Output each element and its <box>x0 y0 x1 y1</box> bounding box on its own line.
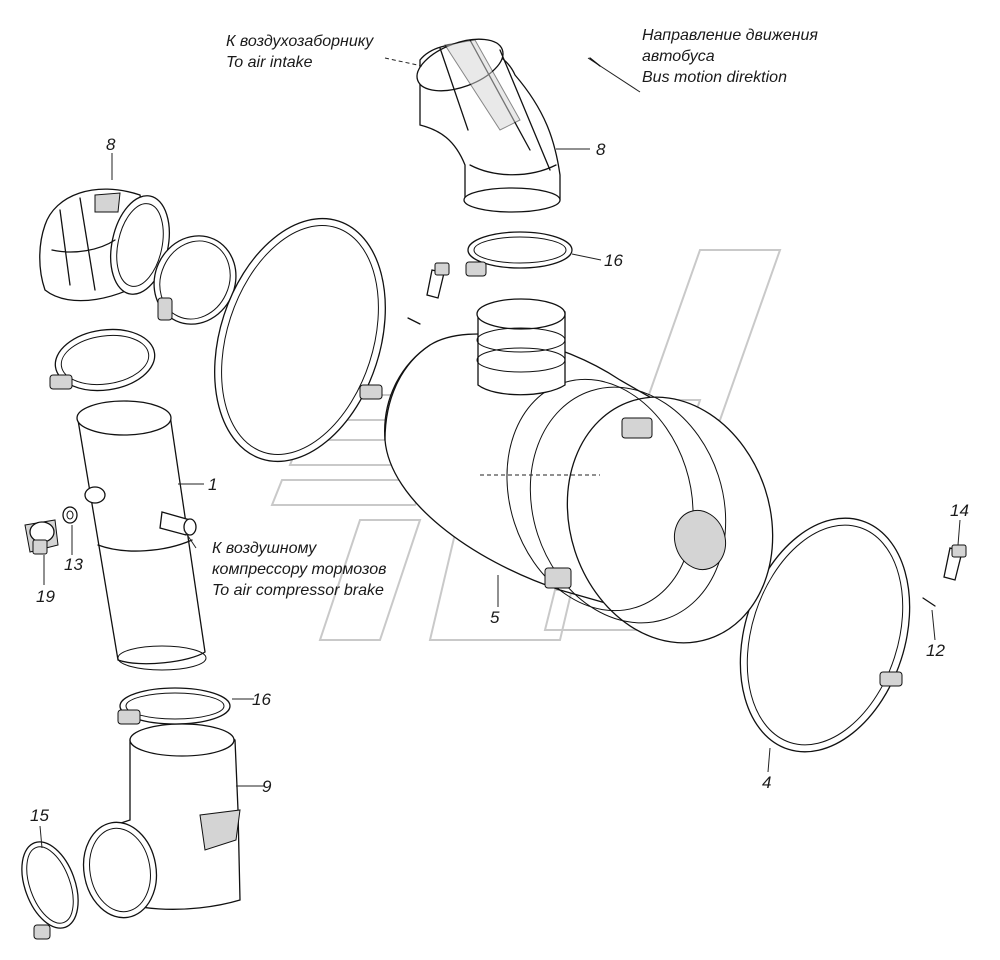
clamp-16-bottom <box>117 687 231 725</box>
callout-9: 9 <box>262 777 272 796</box>
direction-arrow <box>587 57 641 93</box>
compressor-label-ru-2: компрессору тормозов <box>212 561 387 578</box>
callout-1: 1 <box>208 475 217 494</box>
callout-4: 4 <box>762 773 771 792</box>
washer-13 <box>62 506 78 524</box>
callout-5: 5 <box>490 608 500 627</box>
direction-label-ru-2: автобуса <box>642 48 715 65</box>
compressor-label-en: To air compressor brake <box>212 582 384 599</box>
callout-16-bottom: 16 <box>252 690 271 709</box>
air-intake-label-ru: К воздухозаборнику <box>226 33 374 50</box>
bolt-14 <box>943 544 967 581</box>
callout-numbers: 8 8 16 1 13 19 5 14 12 16 9 15 4 <box>30 135 969 825</box>
housing-inlet-pipe <box>476 298 566 396</box>
intake-pipe-1 <box>76 400 207 671</box>
compressor-label-ru-1: К воздушному <box>212 540 317 557</box>
direction-label-en: Bus motion direktion <box>642 69 787 86</box>
clamp-16-upper-left <box>153 235 237 325</box>
part-8-left-elbow <box>39 188 170 302</box>
bolt-top <box>407 262 450 325</box>
pin-12 <box>922 597 936 607</box>
callout-15: 15 <box>30 806 49 825</box>
callout-16-top: 16 <box>604 251 623 270</box>
clamp-16-top <box>465 231 573 277</box>
callout-8-left: 8 <box>106 135 116 154</box>
part-8-top-elbow <box>416 38 561 213</box>
clamp-15 <box>21 841 79 940</box>
air-cleaner-housing-5 <box>384 333 774 644</box>
callout-8-top: 8 <box>596 140 606 159</box>
callout-19: 19 <box>36 587 55 606</box>
callout-13: 13 <box>64 555 83 574</box>
annotations: К воздухозаборнику To air intake Направл… <box>212 27 818 599</box>
sensor-19 <box>24 519 59 555</box>
direction-label-ru-1: Направление движения <box>642 27 818 44</box>
band-clamp-left <box>214 217 386 463</box>
leader-lines <box>39 57 961 849</box>
air-intake-label-en: To air intake <box>226 54 313 71</box>
callout-12: 12 <box>926 641 945 660</box>
clamp-16-left <box>49 328 156 392</box>
callout-14: 14 <box>950 501 969 520</box>
elbow-9 <box>82 723 241 919</box>
